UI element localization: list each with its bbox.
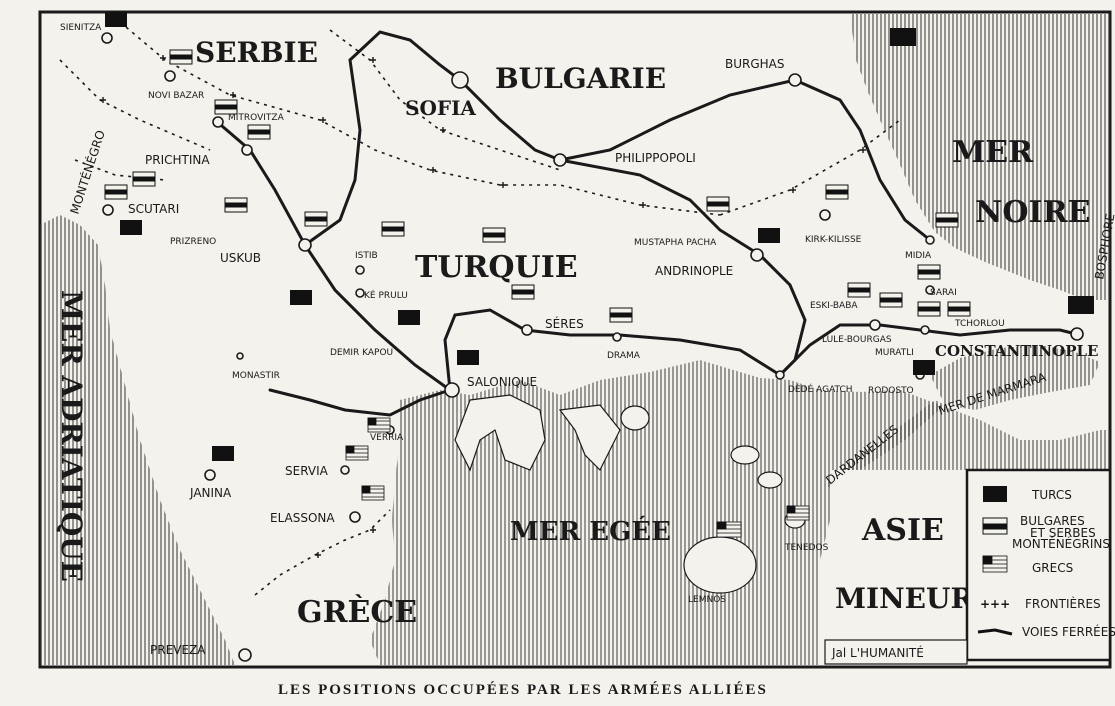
label-mitrovitza: MITROVITZA xyxy=(228,113,285,123)
label-turquie: TURQUIE xyxy=(415,250,578,285)
label-asie: ASIE xyxy=(861,513,944,548)
legend-bulgare-flag xyxy=(982,517,1008,535)
credit-box xyxy=(824,639,968,665)
label-prichtina: PRICHTINA xyxy=(145,153,210,167)
legend-grec-flag xyxy=(982,555,1008,573)
label-janina: JANINA xyxy=(189,486,232,500)
legend-voies-label: VOIES FERRÉES xyxy=(1022,624,1115,639)
label-burghas: BURGHAS xyxy=(725,57,785,71)
label-istib: ISTIB xyxy=(355,251,378,261)
label-drama: DRAMA xyxy=(607,351,641,361)
legend-serbes-label: ET SERBES xyxy=(1030,526,1096,540)
city-markers xyxy=(101,32,1084,662)
label-rodosto: RODOSTO xyxy=(868,386,914,396)
allied-flags xyxy=(104,49,971,323)
asia-minor-area xyxy=(830,470,965,665)
label-prizreno: PRIZRENO xyxy=(170,237,216,247)
greek-flags xyxy=(345,417,810,538)
label-uskub: USKUB xyxy=(220,251,261,265)
frontier-crosses xyxy=(100,55,866,558)
label-lule-bourgas: LULE-BOURGAS xyxy=(822,335,892,345)
legend-turc-flag xyxy=(983,486,1007,502)
label-servia: SERVIA xyxy=(285,464,329,478)
label-muratli: MURATLI xyxy=(875,348,914,358)
legend-bulgares-label: BULGARES xyxy=(1020,514,1085,528)
label-andrinople: ANDRINOPLE xyxy=(655,264,733,278)
frontiers xyxy=(59,21,901,596)
label-tenedos: TENEDOS xyxy=(784,543,829,553)
label-seres: SÉRES xyxy=(545,316,584,331)
dardanelles-strait xyxy=(825,400,945,490)
label-monastir: MONASTIR xyxy=(232,371,280,381)
legend-railway-symbol xyxy=(977,628,1013,636)
island-imbros xyxy=(730,445,760,465)
label-constantinople: CONSTANTINOPLE xyxy=(935,342,1098,360)
map-caption: LES POSITIONS OCCUPÉES PAR LES ARMÉES AL… xyxy=(278,681,768,698)
label-eski-baba: ESKI-BABA xyxy=(810,301,858,311)
label-mer-noire-2: NOIRE xyxy=(975,195,1090,230)
legend-grecs-label: GRECS xyxy=(1032,561,1073,575)
legend-turcs-label: TURCS xyxy=(1031,488,1072,502)
island-thasos xyxy=(620,405,650,431)
legend-frontieres-label: FRONTIÈRES xyxy=(1025,596,1101,611)
label-scutari: SCUTARI xyxy=(128,202,179,216)
label-serbie: SERBIE xyxy=(195,36,318,69)
chalkidiki xyxy=(454,394,546,472)
black-sea xyxy=(850,14,1110,300)
label-demir-kapou: DEMIR KAPOU xyxy=(330,348,393,358)
label-mer-adriatique: MER ADRIATIQUE xyxy=(55,290,88,582)
credit-text: Jal L'HUMANITÉ xyxy=(831,645,924,660)
label-lemnos: LEMNOS xyxy=(688,595,726,605)
turkish-flags xyxy=(105,12,1094,461)
label-verria: VERRIA xyxy=(370,433,404,443)
label-salonique: SALONIQUE xyxy=(467,375,537,389)
label-dede-agatch: DÉDÉ AGATCH xyxy=(788,383,853,395)
aegean-sea xyxy=(370,360,1110,665)
label-sarai: SARAI xyxy=(930,288,957,298)
label-grece: GRÈCE xyxy=(297,594,417,630)
label-midia: MIDIA xyxy=(905,251,932,261)
label-mustapha-pacha: MUSTAPHA PACHA xyxy=(634,238,717,248)
label-bulgarie: BULGARIE xyxy=(495,62,666,95)
label-novi-bazar: NOVI BAZAR xyxy=(148,91,204,101)
adriatic-sea xyxy=(40,215,235,665)
label-philippopoli: PHILIPPOPOLI xyxy=(615,151,696,165)
legend-montenegrins-label: MONTÉNÉGRINS xyxy=(1012,536,1110,551)
island-lemnos xyxy=(683,536,757,594)
label-mer-noire-1: MER xyxy=(952,135,1034,170)
label-keprulu: KÉ PRULU xyxy=(364,289,408,301)
label-mer-egee: MER EGÉE xyxy=(510,515,671,547)
label-preveza: PREVEZA xyxy=(150,643,206,657)
legend: TURCS BULGARES ET SERBES MONTÉNÉGRINS GR… xyxy=(965,468,1115,662)
label-sienitza: SIENITZA xyxy=(60,23,102,33)
legend-frontier-symbol: +++ xyxy=(980,597,1010,611)
label-kirk-kilisse: KIRK-KILISSE xyxy=(805,235,862,245)
sea-of-marmara xyxy=(930,345,1100,410)
railways xyxy=(213,30,1082,417)
island-samothrace xyxy=(757,471,783,489)
label-elassona: ELASSONA xyxy=(270,511,335,525)
chalkidiki-peninsula xyxy=(558,404,621,472)
label-sofia: SOFIA xyxy=(405,96,476,120)
label-tchorlou: TCHORLOU xyxy=(954,319,1005,329)
